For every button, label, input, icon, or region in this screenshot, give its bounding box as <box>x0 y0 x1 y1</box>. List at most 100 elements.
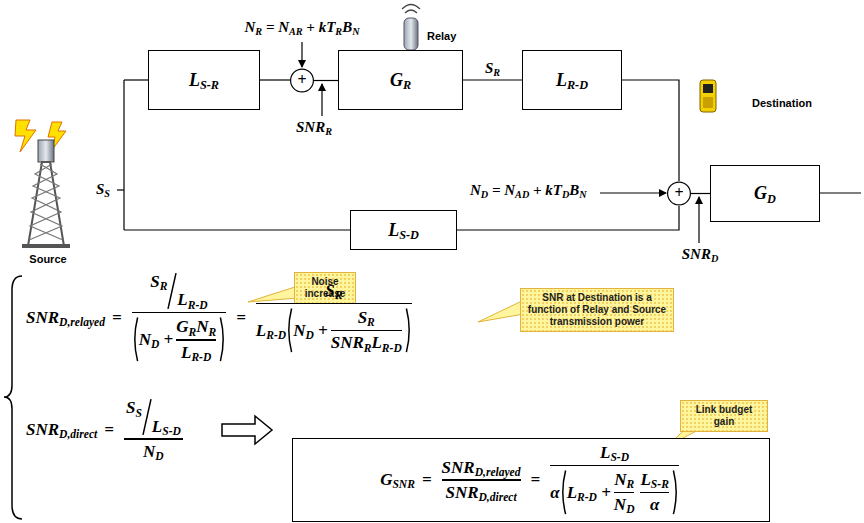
noise-equation: ND = NAD + kTDBN <box>470 182 587 199</box>
input-arrow <box>600 192 666 193</box>
signal-line <box>457 206 679 230</box>
callout-note: Link budget gain <box>680 400 768 432</box>
input-arrow <box>321 84 322 116</box>
subscript: R-D <box>266 329 286 342</box>
path-loss-box: LS-D <box>350 210 457 250</box>
equation: SNRD,relayed=SRLR-DND +GRNRLR-D=SRLR-DND… <box>26 272 415 364</box>
subscript: R <box>325 126 332 137</box>
tower-antenna <box>38 140 54 162</box>
parenthesis-group: ND +SRSNRRLR-D <box>286 306 412 355</box>
math-term: LR-D + <box>567 483 611 503</box>
noise-equation: NR = NAR + kTRBN <box>244 19 359 36</box>
math-term: SR <box>325 281 342 301</box>
math-term: α <box>550 483 559 503</box>
math-term: NR <box>614 470 634 490</box>
slashed-fraction: SRLR-D <box>148 272 209 310</box>
wire <box>117 189 124 190</box>
subscript: D <box>481 189 488 200</box>
math-row: GSNR=SNRD,relayedSNRD,direct=LS-DαLR-D +… <box>380 443 682 517</box>
fraction-slash-holder <box>167 272 177 310</box>
subscript: R-D <box>567 78 588 92</box>
math-term: = <box>531 470 541 490</box>
tower-bracing <box>29 164 62 240</box>
right-paren-stroke <box>673 470 676 514</box>
numerator: SRLR-D <box>148 272 209 310</box>
signal-line <box>260 79 290 80</box>
math-row: LR-D +NRNDLS-Rα <box>567 470 672 515</box>
subscript: S-R <box>200 78 219 92</box>
fraction-slash-stroke <box>143 400 151 436</box>
relay-antenna <box>404 18 418 50</box>
curly-brace <box>4 276 22 519</box>
subscript: R-D <box>188 299 208 312</box>
math-term: LS-D <box>152 417 181 437</box>
subscript: R-D <box>382 342 402 355</box>
subscript: S-R <box>651 478 669 491</box>
fraction: SNRD,relayedSNRD,direct <box>439 458 524 503</box>
callout-tail <box>248 286 298 302</box>
left-paren-holder <box>132 317 139 362</box>
subscript: R <box>364 342 372 355</box>
subscript: S-D <box>399 228 419 242</box>
subscript: D,relayed <box>59 316 105 329</box>
result-equation-box: GSNR=SNRD,relayedSNRD,direct=LS-DαLR-D +… <box>292 438 770 522</box>
fraction-slash <box>142 398 152 436</box>
fraction-bar <box>176 339 216 341</box>
math-term: SNRD,relayed <box>26 308 105 328</box>
output-wire <box>820 192 861 193</box>
node-caption: Source <box>29 253 66 266</box>
left-paren-stroke <box>134 318 137 362</box>
signal-line <box>463 79 522 80</box>
slashed-fraction: SS LS-D <box>124 398 183 436</box>
circle-shape <box>668 182 691 205</box>
gain-box: GD <box>710 165 820 222</box>
node-text: Link budget gain <box>685 404 763 428</box>
fraction-bar <box>132 312 227 314</box>
math-term: SNRRLR-D <box>331 333 402 353</box>
equation: SNRD,direct=SSLS-DND <box>26 398 186 461</box>
math-term: GRNR <box>176 317 216 337</box>
subscript: R <box>160 280 168 293</box>
tower-bracing <box>30 164 63 240</box>
subscript: R <box>255 26 262 37</box>
summing-junction: + <box>667 181 691 206</box>
node-text: Noise increase <box>299 276 351 300</box>
callout-tail <box>478 300 524 322</box>
lightning-bolt <box>15 120 36 152</box>
node-text: GR <box>390 70 411 91</box>
left-paren <box>560 470 567 515</box>
left-paren-stroke <box>562 470 565 514</box>
numerator: SR <box>358 308 375 328</box>
fraction: SRLR-DND +GRNRLR-D <box>129 272 230 364</box>
subscript: D,relayed <box>475 466 521 479</box>
math-term: SS <box>126 398 142 418</box>
subscript: D,direct <box>59 428 97 441</box>
math-term: = <box>236 308 246 328</box>
node-text: LS-D <box>388 220 419 241</box>
right-paren <box>672 470 679 515</box>
denominator: LS-D <box>152 417 181 437</box>
phone-keypad <box>703 97 713 108</box>
signal-label: SNRR <box>296 119 332 136</box>
gain-box: GR <box>338 50 463 110</box>
phone-screen <box>703 84 713 93</box>
fraction-slash-stroke <box>168 273 176 309</box>
node-text: LR-D <box>556 70 588 91</box>
tower-base <box>22 244 70 248</box>
subscript: R-D <box>191 351 211 364</box>
subscript: S-D <box>610 451 629 464</box>
subscript: D <box>151 338 159 351</box>
denominator: α <box>650 495 659 515</box>
parenthesis-group: LR-D +NRNDLS-Rα <box>560 468 679 517</box>
math-term: ND <box>614 495 635 515</box>
fraction-bar <box>442 479 521 481</box>
signal-line <box>622 80 679 181</box>
node-caption: Relay <box>427 30 456 43</box>
numerator: GRNR <box>176 317 216 337</box>
subscript: R <box>493 67 500 78</box>
node-caption: Destination <box>752 97 812 110</box>
denominator: SNRRLR-D <box>331 333 402 353</box>
subscript: R <box>626 478 634 491</box>
right-paren <box>219 317 226 362</box>
